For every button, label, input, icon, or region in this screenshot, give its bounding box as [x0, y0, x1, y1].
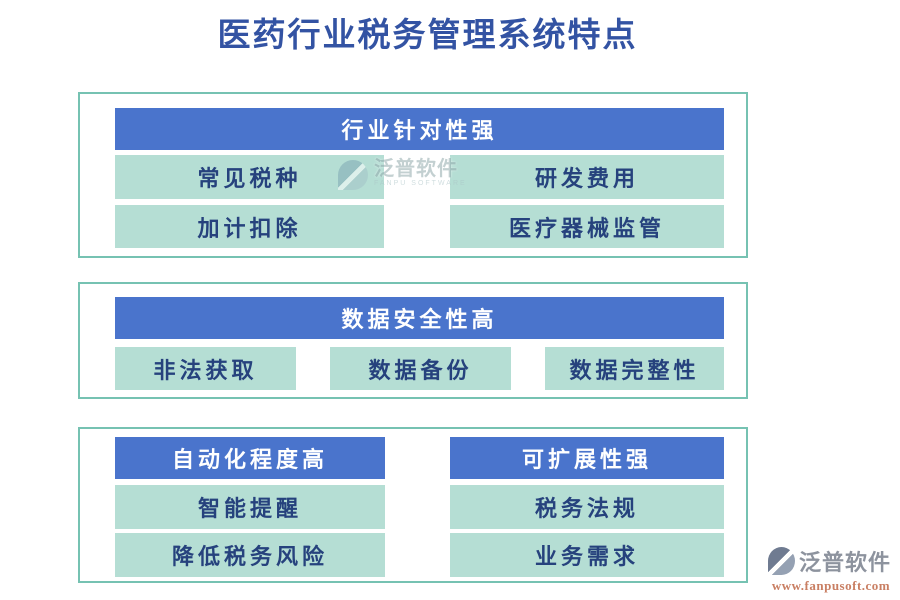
corner-watermark-row: 泛普软件: [768, 545, 894, 577]
feature-box-common-taxes: 常见税种: [115, 155, 384, 199]
feature-box-illegal-access: 非法获取: [115, 347, 296, 390]
feature-box-data-backup: 数据备份: [330, 347, 511, 390]
page-title: 医药行业税务管理系统特点: [217, 18, 638, 54]
section-industry-panel: 行业针对性强 常见税种 研发费用 加计扣除 医疗器械监管: [78, 92, 748, 258]
fanpu-logo-icon: [768, 547, 795, 575]
column-extensibility-header: 可扩展性强: [450, 437, 724, 479]
feature-box-rd-expense: 研发费用: [450, 155, 724, 199]
feature-box-super-deduction: 加计扣除: [115, 205, 384, 248]
feature-box-tax-regulations: 税务法规: [450, 485, 724, 529]
corner-watermark: 泛普软件 www.fanpusoft.com: [768, 545, 894, 594]
section-industry-header: 行业针对性强: [115, 108, 724, 150]
column-automation-header: 自动化程度高: [115, 437, 385, 479]
feature-box-business-needs: 业务需求: [450, 533, 724, 577]
feature-box-reduce-tax-risk: 降低税务风险: [115, 533, 385, 577]
section-security-panel: 数据安全性高 非法获取 数据备份 数据完整性: [78, 282, 748, 399]
section-security-header: 数据安全性高: [115, 297, 724, 339]
feature-box-data-integrity: 数据完整性: [545, 347, 724, 390]
feature-box-smart-reminder: 智能提醒: [115, 485, 385, 529]
watermark-url-text: www.fanpusoft.com: [771, 578, 891, 593]
section-automation-extensibility-panel: 自动化程度高 可扩展性强 智能提醒 税务法规 降低税务风险 业务需求: [78, 427, 748, 583]
feature-box-device-regulation: 医疗器械监管: [450, 205, 724, 248]
watermark-brand-text: 泛普软件: [799, 550, 892, 575]
